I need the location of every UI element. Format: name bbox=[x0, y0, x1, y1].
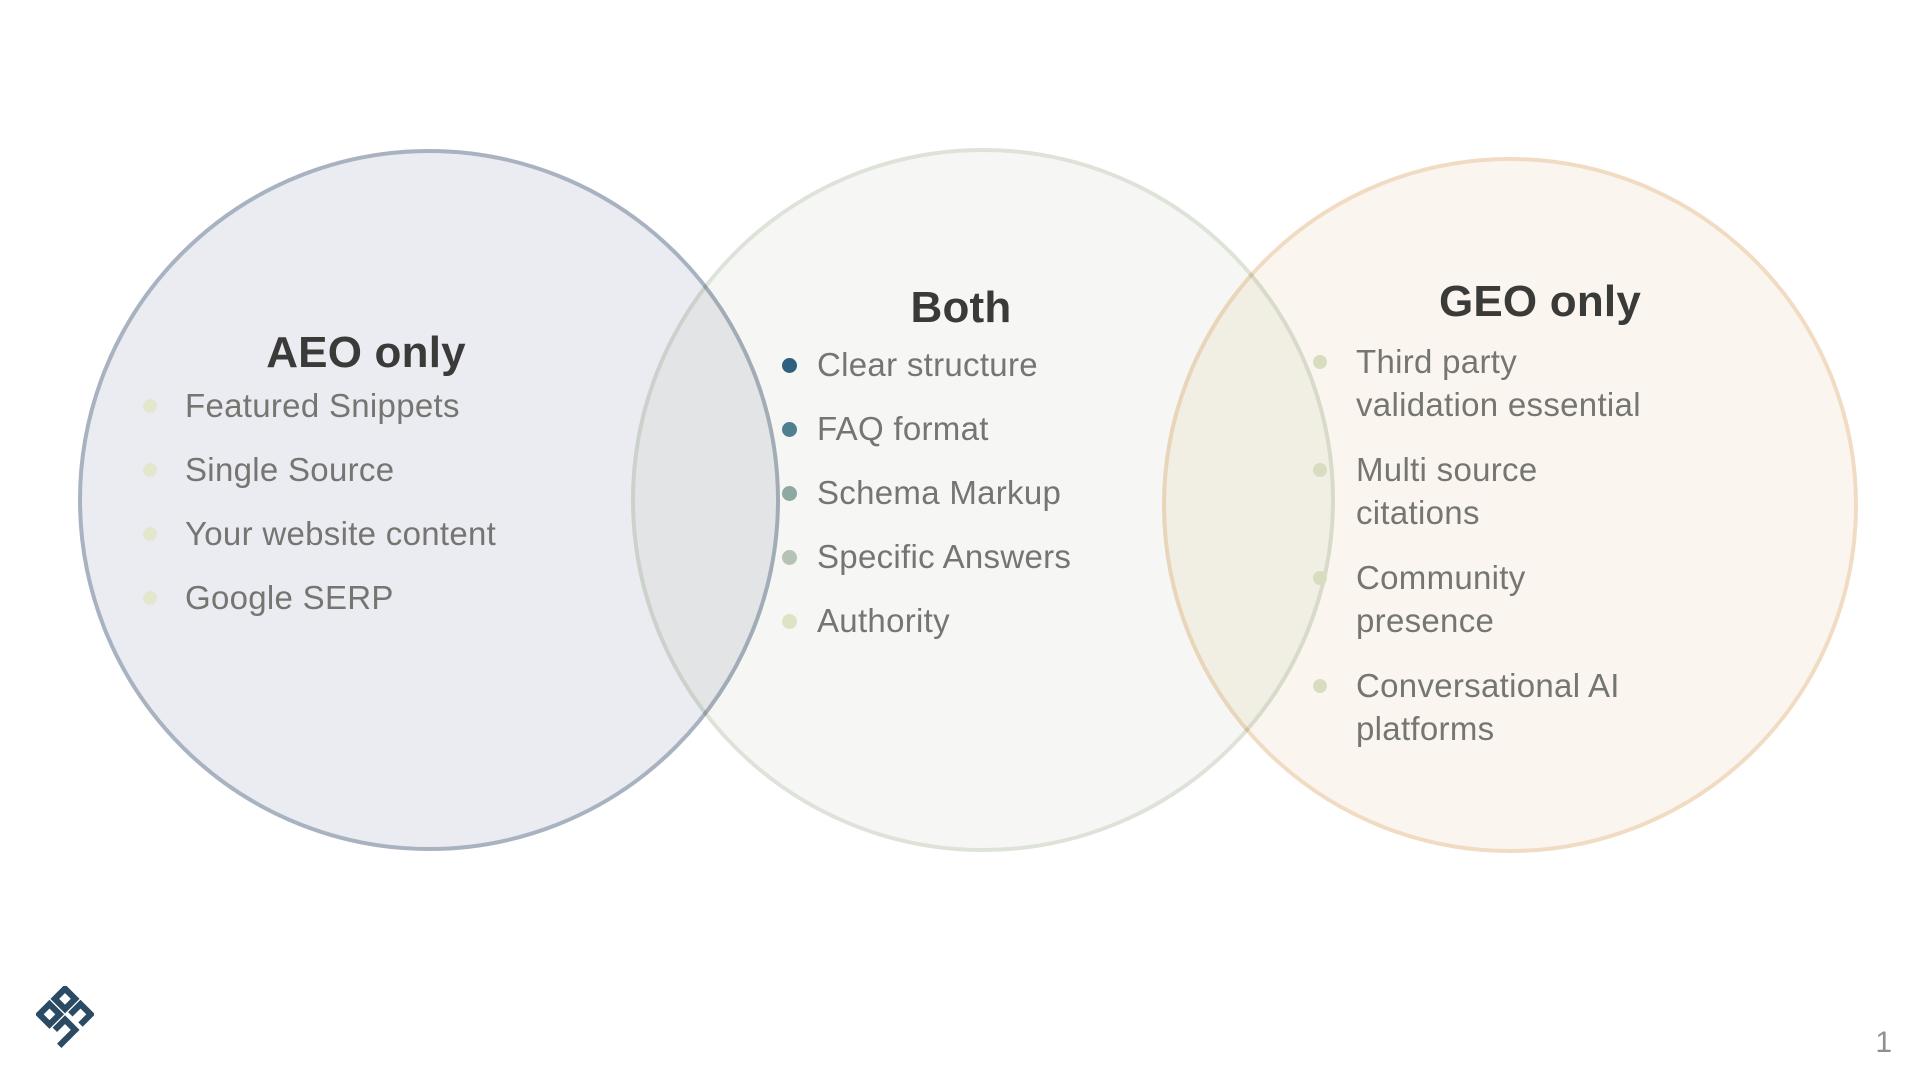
item-label: Specific Answers bbox=[817, 537, 1072, 575]
bullet-dot bbox=[782, 485, 797, 501]
bullet-dot bbox=[143, 591, 157, 605]
aeo-title: AEO only bbox=[266, 328, 466, 377]
bullet-dot bbox=[1313, 679, 1327, 693]
list-item: Conversational AI platforms bbox=[1313, 664, 1641, 750]
bullet-dot bbox=[143, 399, 157, 413]
geo-title: GEO only bbox=[1438, 277, 1642, 326]
item-label: Third party validation essential bbox=[1356, 343, 1641, 423]
item-label: FAQ format bbox=[817, 409, 989, 447]
item-label: Multi source citations bbox=[1356, 451, 1538, 531]
item-label: Google SERP bbox=[185, 578, 394, 616]
item-label: Schema Markup bbox=[817, 473, 1062, 511]
both-title: Both bbox=[910, 283, 1012, 332]
bullet-dot bbox=[782, 421, 797, 437]
list-item: FAQ format bbox=[782, 397, 1071, 461]
list-item: Clear structure bbox=[782, 333, 1071, 397]
list-item: Authority bbox=[782, 589, 1071, 653]
bullet-dot bbox=[782, 549, 797, 565]
list-item: Community presence bbox=[1313, 556, 1641, 642]
list-item: Your website content bbox=[143, 502, 496, 566]
geo-list: Third party validation essential Multi s… bbox=[1313, 340, 1641, 772]
bullet-dot bbox=[143, 463, 157, 477]
list-item: Schema Markup bbox=[782, 461, 1071, 525]
list-item: Third party validation essential bbox=[1313, 340, 1641, 426]
bullet-dot bbox=[1313, 571, 1327, 585]
bullet-dot bbox=[1313, 463, 1327, 477]
bullet-dot bbox=[1313, 355, 1327, 369]
list-item: Featured Snippets bbox=[143, 374, 496, 438]
item-label: Featured Snippets bbox=[185, 386, 460, 424]
item-label: Clear structure bbox=[817, 345, 1038, 383]
both-list: Clear structure FAQ format Schema Markup… bbox=[782, 333, 1071, 653]
list-item: Multi source citations bbox=[1313, 448, 1641, 534]
list-item: Google SERP bbox=[143, 566, 496, 630]
item-label: Single Source bbox=[185, 450, 395, 488]
bullet-dot bbox=[143, 527, 157, 541]
item-label: Authority bbox=[817, 601, 950, 639]
diamond-cluster-logo-icon bbox=[36, 986, 94, 1048]
list-item: Single Source bbox=[143, 438, 496, 502]
item-label: Your website content bbox=[185, 514, 497, 552]
aeo-list: Featured Snippets Single Source Your web… bbox=[143, 374, 496, 630]
bullet-dot bbox=[782, 357, 797, 373]
bullet-dot bbox=[782, 613, 797, 629]
item-label: Conversational AI platforms bbox=[1356, 667, 1620, 747]
item-label: Community presence bbox=[1356, 559, 1526, 639]
list-item: Specific Answers bbox=[782, 525, 1071, 589]
page-number: 1 bbox=[1875, 1026, 1892, 1059]
circle-geo bbox=[1162, 157, 1858, 853]
